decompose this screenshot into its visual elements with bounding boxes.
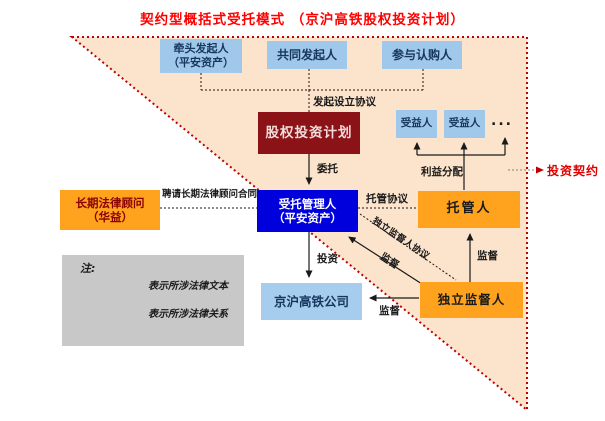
node-company: 京沪高铁公司 [261, 283, 362, 320]
legend-dashed-meaning: 表示所涉法律文本 [148, 281, 228, 292]
node-beneficiary-2: 受益人 [444, 110, 485, 138]
company-label: 京沪高铁公司 [273, 293, 349, 309]
label-custody-agreement: 托管协议 [366, 193, 408, 205]
supervisor-agreement-connector [359, 213, 457, 281]
label-profit-distribution: 利益分配 [421, 166, 463, 178]
legend-box: 注: 表示所涉法律文本 表示所涉法律关系 [62, 255, 244, 346]
node-subscriber: 参与认购人 [382, 41, 462, 69]
node-trustee: 受托管理人 （平安资产） [257, 190, 358, 232]
node-lead-sponsor: 牵头发起人 （平安资产） [160, 39, 242, 73]
dashed-connectors [78, 69, 535, 285]
node-custodian: 托管人 [418, 191, 520, 228]
beneficiary-1-label: 受益人 [400, 117, 433, 130]
beneficiary-2-label: 受益人 [448, 117, 481, 130]
node-legal-advisor: 长期法律顾问 （华益） [60, 190, 160, 230]
legal-advisor-line2: （华益） [87, 210, 133, 224]
beneficiary-more-label: ... [491, 113, 513, 130]
plan-label: 股权投资计划 [265, 124, 353, 141]
custodian-label: 托管人 [446, 201, 492, 217]
lead-sponsor-line2: （平安资产） [168, 56, 234, 69]
legal-advisor-line1: 长期法律顾问 [75, 195, 145, 210]
label-investment-contract: 投资契约 [547, 164, 600, 178]
subscriber-label: 参与认购人 [391, 47, 452, 62]
label-advisor-contract: 聘请长期法律顾问合同 [162, 189, 258, 200]
diagram-title: 契约型概括式受托模式 （京沪高铁股权投资计划） [140, 12, 465, 28]
label-supervise-company: 监督 [379, 305, 400, 317]
trustee-line1: 受托管理人 [278, 196, 337, 211]
sponsor-agreement-connector [200, 69, 424, 112]
node-beneficiary-1: 受益人 [396, 110, 437, 138]
investment-contract-arrowhead [536, 166, 544, 174]
label-entrust: 委托 [317, 163, 338, 175]
label-supervise-custodian: 监督 [477, 250, 498, 262]
supervisor-label: 独立监督人 [437, 292, 506, 308]
label-sponsor-agreement: 发起设立协议 [313, 96, 376, 108]
node-supervisor: 独立监督人 [420, 282, 523, 318]
supervise-trustee-arrow [348, 236, 423, 285]
node-beneficiary-more: ... [491, 112, 513, 132]
label-invest: 投资 [317, 253, 338, 265]
lead-sponsor-line1: 牵头发起人 [173, 42, 229, 56]
node-plan: 股权投资计划 [258, 112, 360, 154]
trustee-line2: （平安资产） [273, 211, 342, 225]
node-co-sponsor: 共同发起人 [267, 41, 347, 69]
legend-solid-meaning: 表示所涉法律关系 [148, 309, 228, 320]
co-sponsor-label: 共同发起人 [276, 47, 337, 62]
legend-note: 注: [80, 262, 96, 275]
